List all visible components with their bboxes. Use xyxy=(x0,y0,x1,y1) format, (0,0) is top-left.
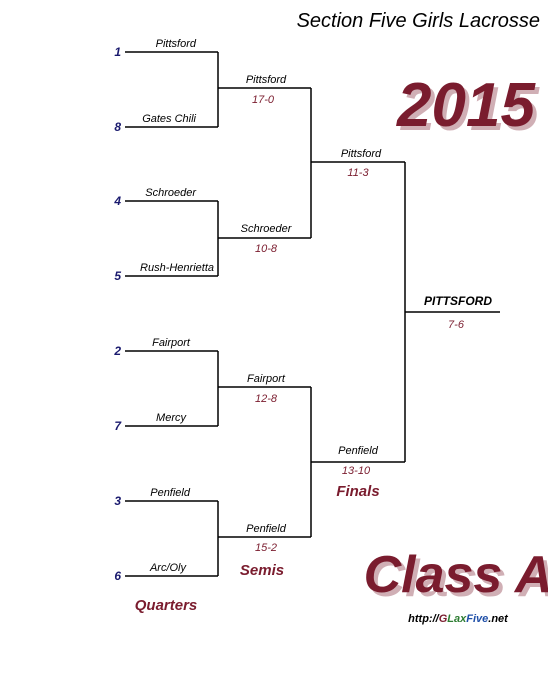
team-name: Schroeder xyxy=(241,223,293,235)
team-name: Pittsford xyxy=(156,38,197,50)
team-name: Gates Chili xyxy=(142,113,196,125)
game-score: 12-8 xyxy=(255,393,278,405)
team-name: Penfield xyxy=(246,523,287,535)
champion-score: 7-6 xyxy=(448,319,465,331)
team-name: Penfield xyxy=(150,487,191,499)
team-name: Pittsford xyxy=(341,148,382,160)
team-name: Rush-Henrietta xyxy=(140,262,214,274)
seed-number: 8 xyxy=(114,120,121,134)
team-name: Fairport xyxy=(247,373,286,385)
round-label-semis: Semis xyxy=(240,562,284,579)
team-name: Mercy xyxy=(156,412,187,424)
game-score: 15-2 xyxy=(255,542,277,554)
site-url: http://GLaxFive.net xyxy=(408,613,509,625)
seed-number: 7 xyxy=(114,419,122,433)
seed-number: 3 xyxy=(114,494,121,508)
year-logo-shadow: 2015 xyxy=(400,75,540,144)
class-logo: Class A xyxy=(364,546,548,604)
team-name: Arc/Oly xyxy=(149,562,188,574)
seed-number: 2 xyxy=(113,344,121,358)
champion-name: PITTSFORD xyxy=(424,294,492,308)
game-score: 10-8 xyxy=(255,243,278,255)
game-score: 11-3 xyxy=(347,167,369,179)
team-name: Penfield xyxy=(338,445,379,457)
page-title: Section Five Girls Lacrosse xyxy=(297,10,540,32)
seed-number: 4 xyxy=(113,194,121,208)
team-name: Fairport xyxy=(152,337,191,349)
round-label-finals: Finals xyxy=(336,483,379,500)
seed-number: 6 xyxy=(114,569,121,583)
team-name: Pittsford xyxy=(246,74,287,86)
game-score: 17-0 xyxy=(252,94,275,106)
game-score: 13-10 xyxy=(342,465,371,477)
round-label-quarters: Quarters xyxy=(135,597,198,614)
seed-number: 5 xyxy=(114,269,121,283)
year-logo: 2015 xyxy=(396,71,536,140)
seed-number: 1 xyxy=(114,45,121,59)
class-logo-shadow: Class A xyxy=(368,550,548,608)
team-name: Schroeder xyxy=(145,187,197,199)
